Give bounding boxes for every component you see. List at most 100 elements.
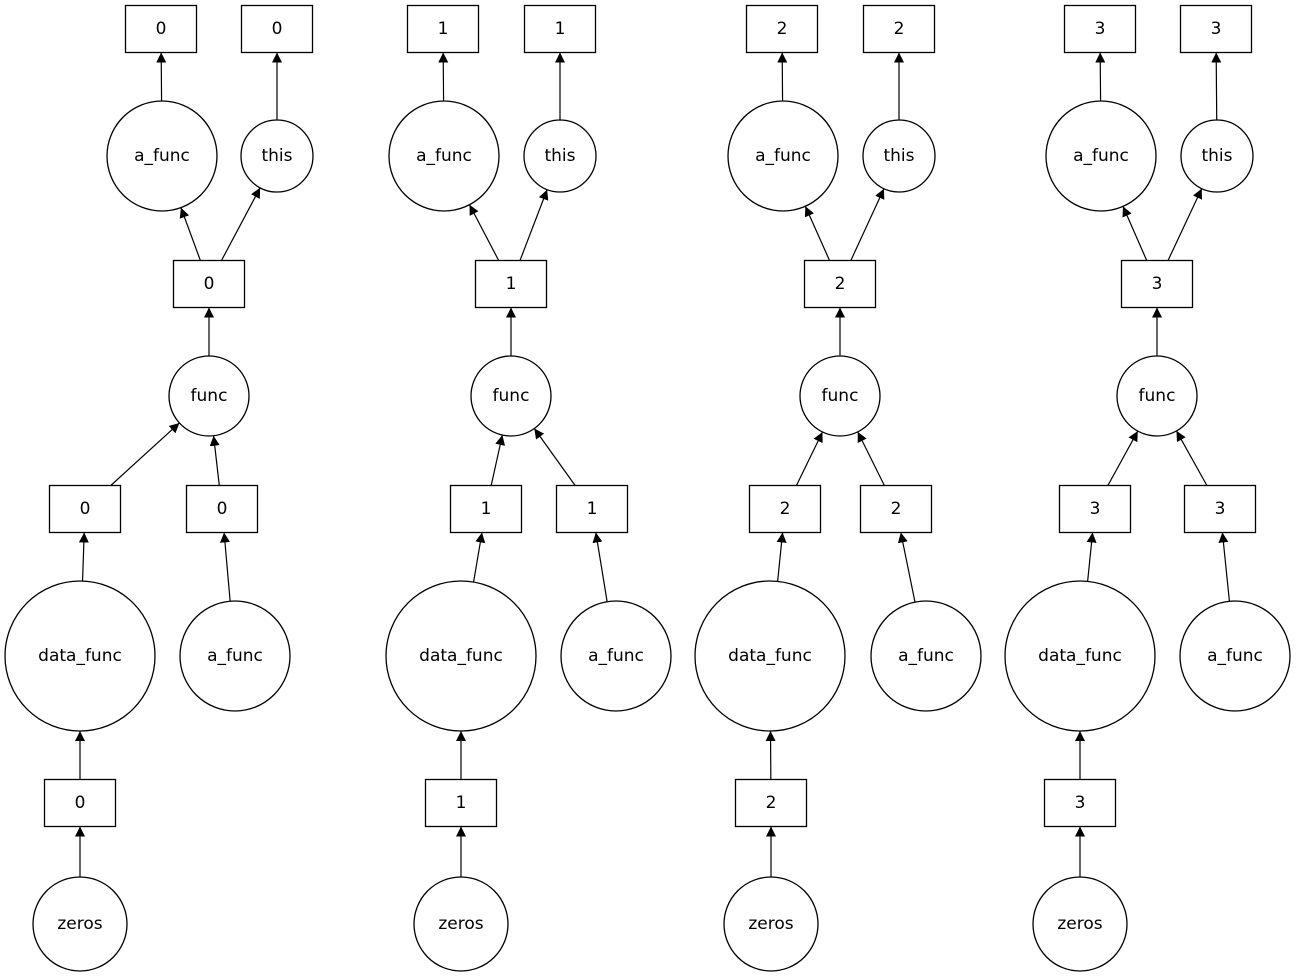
node-label: 2: [894, 19, 905, 39]
zeros-node[interactable]: zeros: [413, 876, 509, 972]
node-label: 3: [1095, 19, 1106, 39]
node-label: 3: [1075, 793, 1086, 813]
seed-key-box[interactable]: 2: [734, 778, 808, 828]
node-label: 3: [1152, 274, 1163, 294]
dependency-edge: [519, 189, 549, 261]
node-label: a_func: [207, 646, 263, 666]
data-func-node[interactable]: data_func: [1004, 580, 1156, 732]
zeros-node[interactable]: zeros: [32, 876, 128, 972]
result-key-box[interactable]: 0: [172, 259, 246, 309]
a-func-source-node[interactable]: a_func: [560, 600, 672, 712]
graph-edges: [75, 52, 1231, 877]
node-label: 1: [587, 499, 598, 519]
node-label: a_func: [134, 146, 190, 166]
func-node[interactable]: func: [168, 355, 250, 437]
dependency-edge: [1122, 206, 1148, 261]
dependency-edge: [850, 188, 885, 261]
input-key-box[interactable]: 0: [185, 484, 259, 534]
dependency-edge: [209, 435, 220, 486]
node-label: a_func: [898, 646, 954, 666]
node-label: a_func: [588, 646, 644, 666]
output-key-box[interactable]: 2: [745, 4, 819, 54]
a-func-node[interactable]: a_func: [727, 100, 839, 212]
node-label: 2: [766, 793, 777, 813]
node-label: 1: [555, 19, 566, 39]
dependency-edge: [897, 532, 916, 603]
func-node[interactable]: func: [470, 355, 552, 437]
input-key-box[interactable]: 3: [1058, 484, 1132, 534]
node-label: 3: [1215, 499, 1226, 519]
node-label: a_func: [755, 146, 811, 166]
node-label: 1: [438, 19, 449, 39]
zeros-node[interactable]: zeros: [1032, 876, 1128, 972]
input-key-box[interactable]: 2: [859, 484, 933, 534]
dependency-edge: [1167, 188, 1203, 261]
input-key-box[interactable]: 1: [555, 484, 629, 534]
dependency-edge: [1107, 430, 1139, 486]
result-key-box[interactable]: 3: [1120, 259, 1194, 309]
node-label: a_func: [416, 146, 472, 166]
this-node[interactable]: this: [1180, 119, 1254, 193]
this-node[interactable]: this: [862, 119, 936, 193]
this-node[interactable]: this: [240, 119, 314, 193]
seed-key-box[interactable]: 0: [43, 778, 117, 828]
node-label: a_func: [1207, 646, 1263, 666]
result-key-box[interactable]: 2: [803, 259, 877, 309]
zeros-node[interactable]: zeros: [723, 876, 819, 972]
output-key-box[interactable]: 0: [124, 4, 198, 54]
node-label: 2: [835, 274, 846, 294]
func-node[interactable]: func: [799, 355, 881, 437]
output-key-box[interactable]: 1: [406, 4, 480, 54]
output-key-box[interactable]: 0: [240, 4, 314, 54]
node-label: 0: [217, 499, 228, 519]
output-key-box[interactable]: 2: [862, 4, 936, 54]
a-func-source-node[interactable]: a_func: [179, 600, 291, 712]
input-key-box[interactable]: 2: [748, 484, 822, 534]
node-label: data_func: [728, 646, 812, 666]
dependency-edge: [220, 187, 261, 261]
a-func-source-node[interactable]: a_func: [1179, 600, 1291, 712]
dependency-edge: [857, 431, 885, 486]
node-label: func: [493, 386, 530, 406]
node-label: 1: [481, 499, 492, 519]
result-key-box[interactable]: 1: [474, 259, 548, 309]
seed-key-box[interactable]: 1: [424, 778, 498, 828]
dependency-edge: [1086, 532, 1097, 582]
node-label: this: [261, 146, 292, 166]
func-node[interactable]: func: [1116, 355, 1198, 437]
graph-nodes: 0 0 a_func this 0 func 0 0 data_func a_func 0 zeros…: [4, 4, 1291, 972]
node-label: 0: [272, 19, 283, 39]
node-label: 3: [1211, 19, 1222, 39]
output-key-box[interactable]: 1: [523, 4, 597, 54]
output-key-box[interactable]: 3: [1063, 4, 1137, 54]
dependency-edge: [490, 434, 506, 486]
input-key-box[interactable]: 1: [449, 484, 523, 534]
input-key-box[interactable]: 3: [1183, 484, 1257, 534]
node-label: zeros: [438, 914, 483, 934]
dependency-edge: [472, 532, 486, 583]
node-label: zeros: [748, 914, 793, 934]
dependency-edge: [468, 204, 500, 261]
dependency-edge: [1175, 430, 1208, 486]
a-func-node[interactable]: a_func: [388, 100, 500, 212]
a-func-node[interactable]: a_func: [1045, 100, 1157, 212]
data-func-node[interactable]: data_func: [694, 580, 846, 732]
dependency-edge: [795, 431, 824, 486]
node-label: 2: [780, 499, 791, 519]
data-func-node[interactable]: data_func: [385, 580, 537, 732]
dependency-edge: [1218, 532, 1231, 602]
a-func-node[interactable]: a_func: [106, 100, 218, 212]
data-func-node[interactable]: data_func: [4, 580, 156, 732]
seed-key-box[interactable]: 3: [1043, 778, 1117, 828]
dependency-edge: [219, 532, 231, 602]
this-node[interactable]: this: [523, 119, 597, 193]
dependency-edge: [1211, 52, 1222, 121]
input-key-box[interactable]: 0: [48, 484, 122, 534]
a-func-source-node[interactable]: a_func: [870, 600, 982, 712]
node-label: 2: [777, 19, 788, 39]
node-label: 0: [80, 499, 91, 519]
dependency-edge: [592, 532, 608, 602]
dependency-edge: [533, 428, 576, 486]
output-key-box[interactable]: 3: [1179, 4, 1253, 54]
